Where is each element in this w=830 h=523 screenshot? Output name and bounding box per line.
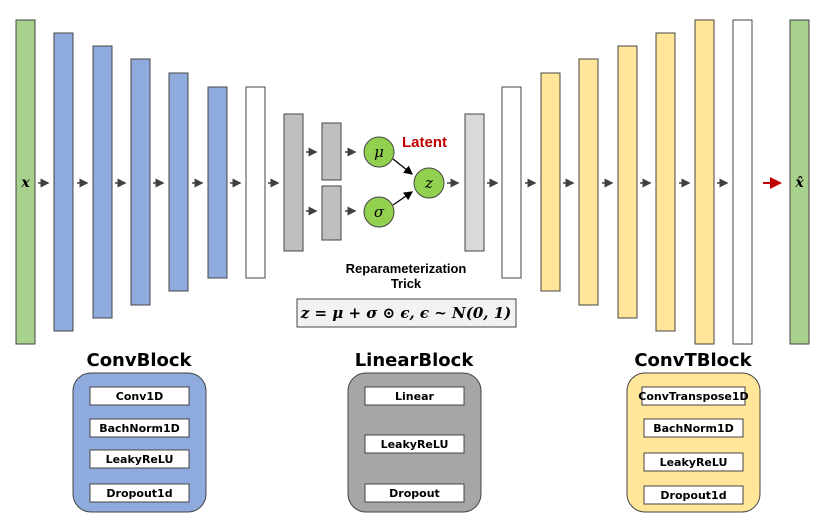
encoder-linear-bar xyxy=(283,113,304,252)
mu-label: μ xyxy=(374,143,384,161)
latent-title: Latent xyxy=(402,134,447,151)
z-label: z xyxy=(424,174,433,192)
convtblock-layer xyxy=(641,386,746,406)
formula: z = μ + σ ⊙ ϵ, ϵ ~ N(0, 1) xyxy=(300,304,512,322)
convblock-layer-label: BachNorm1D xyxy=(99,422,180,435)
output-bar xyxy=(789,19,810,345)
decoder-convt-bar xyxy=(617,45,638,319)
z-node xyxy=(413,167,445,199)
convtblock-layer-label: ConvTranspose1D xyxy=(638,390,748,403)
decoder-convt-bar xyxy=(655,32,676,332)
formula-box xyxy=(296,298,517,328)
encoder-flat-bar xyxy=(245,86,266,279)
convtblock-layer xyxy=(643,452,744,472)
trick-line1: Reparameterization xyxy=(346,261,467,276)
linearblock-layer xyxy=(364,386,465,406)
trick-line2: Trick xyxy=(391,276,422,291)
encoder-conv-bar xyxy=(130,58,151,306)
linearblock-layer xyxy=(364,483,465,503)
decoder-convt-bar xyxy=(694,19,715,345)
convblock-layer xyxy=(89,418,190,438)
convblock-title: ConvBlock xyxy=(86,350,192,371)
convtblock-title: ConvTBlock xyxy=(634,350,752,371)
sigma-node xyxy=(363,196,395,228)
sigma-linear-bar xyxy=(321,185,342,241)
decoder-final-bar xyxy=(732,19,753,345)
input-label: x xyxy=(20,175,30,191)
convtblock-panel xyxy=(626,372,761,513)
input-bar xyxy=(15,19,36,345)
decoder-unflatten-bar xyxy=(501,86,522,279)
convblock-layer xyxy=(89,386,190,406)
linearblock-title: LinearBlock xyxy=(355,350,475,371)
linearblock-layer-label: Linear xyxy=(395,390,434,403)
convtblock-layer-label: BachNorm1D xyxy=(653,422,734,435)
linearblock-layer-label: Dropout xyxy=(389,487,440,500)
decoder-convt-bar xyxy=(540,72,561,292)
convtblock-layer-label: LeakyReLU xyxy=(660,456,728,469)
convblock-layer xyxy=(89,449,190,469)
convblock-layer-label: Dropout1d xyxy=(106,487,172,500)
convblock-panel xyxy=(72,372,207,513)
convblock-layer xyxy=(89,483,190,503)
decoder-linear-bar xyxy=(464,113,485,252)
linearblock-layer xyxy=(364,434,465,454)
encoder-conv-bar xyxy=(92,45,113,319)
sigma-label: σ xyxy=(374,203,385,221)
branch-arrows xyxy=(306,147,357,216)
output-label: x̂ xyxy=(794,175,804,191)
convblock-layer-label: LeakyReLU xyxy=(106,453,174,466)
encoder-conv-bar xyxy=(207,86,228,279)
convtblock-layer xyxy=(643,418,744,438)
latent-connectors xyxy=(392,158,414,206)
encoder-conv-bar xyxy=(53,32,74,332)
mu-linear-bar xyxy=(321,122,342,181)
decoder-convt-bar xyxy=(578,58,599,306)
encoder-conv-bar xyxy=(168,72,189,292)
convblock-layer-label: Conv1D xyxy=(116,390,163,403)
linearblock-layer-label: LeakyReLU xyxy=(381,438,449,451)
mu-node xyxy=(363,136,395,168)
convtblock-layer-label: Dropout1d xyxy=(660,489,726,502)
convtblock-layer xyxy=(643,485,744,505)
